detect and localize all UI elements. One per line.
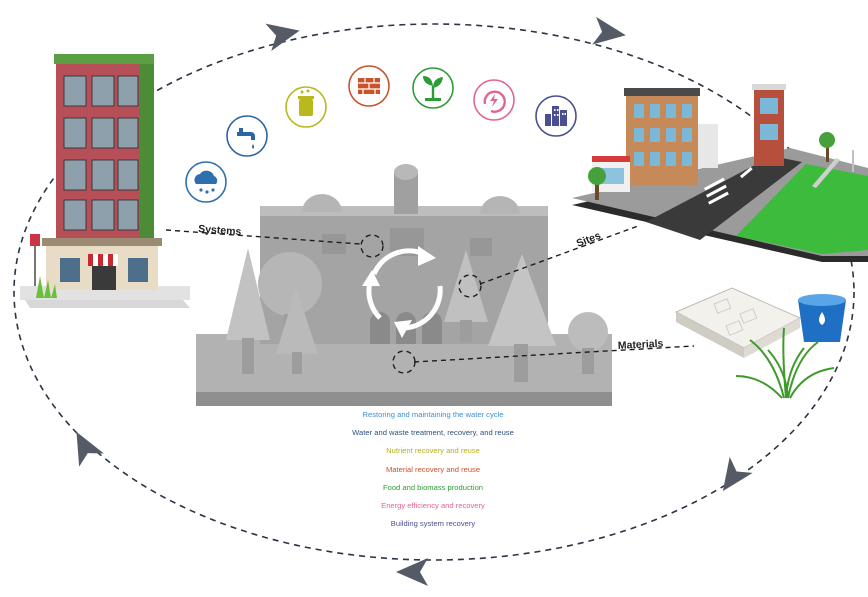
- recycle-arrowheads-icon: [362, 246, 436, 338]
- legend-item-energy: Energy efficiency and recovery: [381, 501, 485, 511]
- outcomes-legend: Restoring and maintaining the water cycl…: [300, 406, 566, 533]
- systems-callout-circle: [360, 234, 384, 258]
- legend-item-food-biomass: Food and biomass production: [382, 482, 484, 492]
- legend-item-material: Material recovery and reuse: [385, 464, 481, 474]
- brick-wall-icon: [348, 65, 390, 107]
- materials-leader-line: [413, 345, 695, 363]
- buildings-icon: [535, 95, 577, 137]
- water-tap-icon: [226, 115, 268, 157]
- sites-callout-circle: [458, 274, 482, 298]
- cycle-arrow-bottom-icon: [396, 558, 428, 586]
- cycle-arrow-left-icon: [76, 431, 104, 467]
- nutrient-jar-icon: [285, 86, 327, 128]
- legend-item-water-waste: Water and waste treatment, recovery, and…: [352, 428, 514, 438]
- paving-slab-illustration: [674, 287, 802, 358]
- legend-item-nutrient: Nutrient recovery and reuse: [386, 446, 480, 456]
- cycle-loop: [13, 23, 855, 561]
- sites-label: Sites: [575, 230, 603, 250]
- campus-model-illustration: [196, 164, 612, 406]
- cycle-arrow-top-right-icon: [592, 16, 626, 45]
- water-bucket-illustration: [798, 294, 846, 342]
- cycle-arrow-right-icon: [722, 456, 753, 492]
- sites-leader-line: [479, 225, 639, 285]
- systems-label: Systems: [198, 223, 242, 238]
- cycle-arrow-top-left-icon: [265, 23, 300, 52]
- legend-item-water-cycle: Restoring and maintaining the water cycl…: [362, 410, 504, 419]
- seedling-icon: [412, 67, 454, 109]
- systems-leader-line: [165, 229, 361, 245]
- grass-tuft-illustration: [735, 327, 835, 399]
- rain-cloud-icon: [185, 161, 227, 203]
- street-scene-illustration: [572, 84, 868, 262]
- legend-item-building-system: Building system recovery: [390, 519, 476, 529]
- materials-label: Materials: [618, 338, 664, 352]
- apartment-building-illustration: [20, 54, 190, 308]
- materials-callout-circle: [392, 350, 416, 374]
- energy-recovery-icon: [473, 79, 515, 121]
